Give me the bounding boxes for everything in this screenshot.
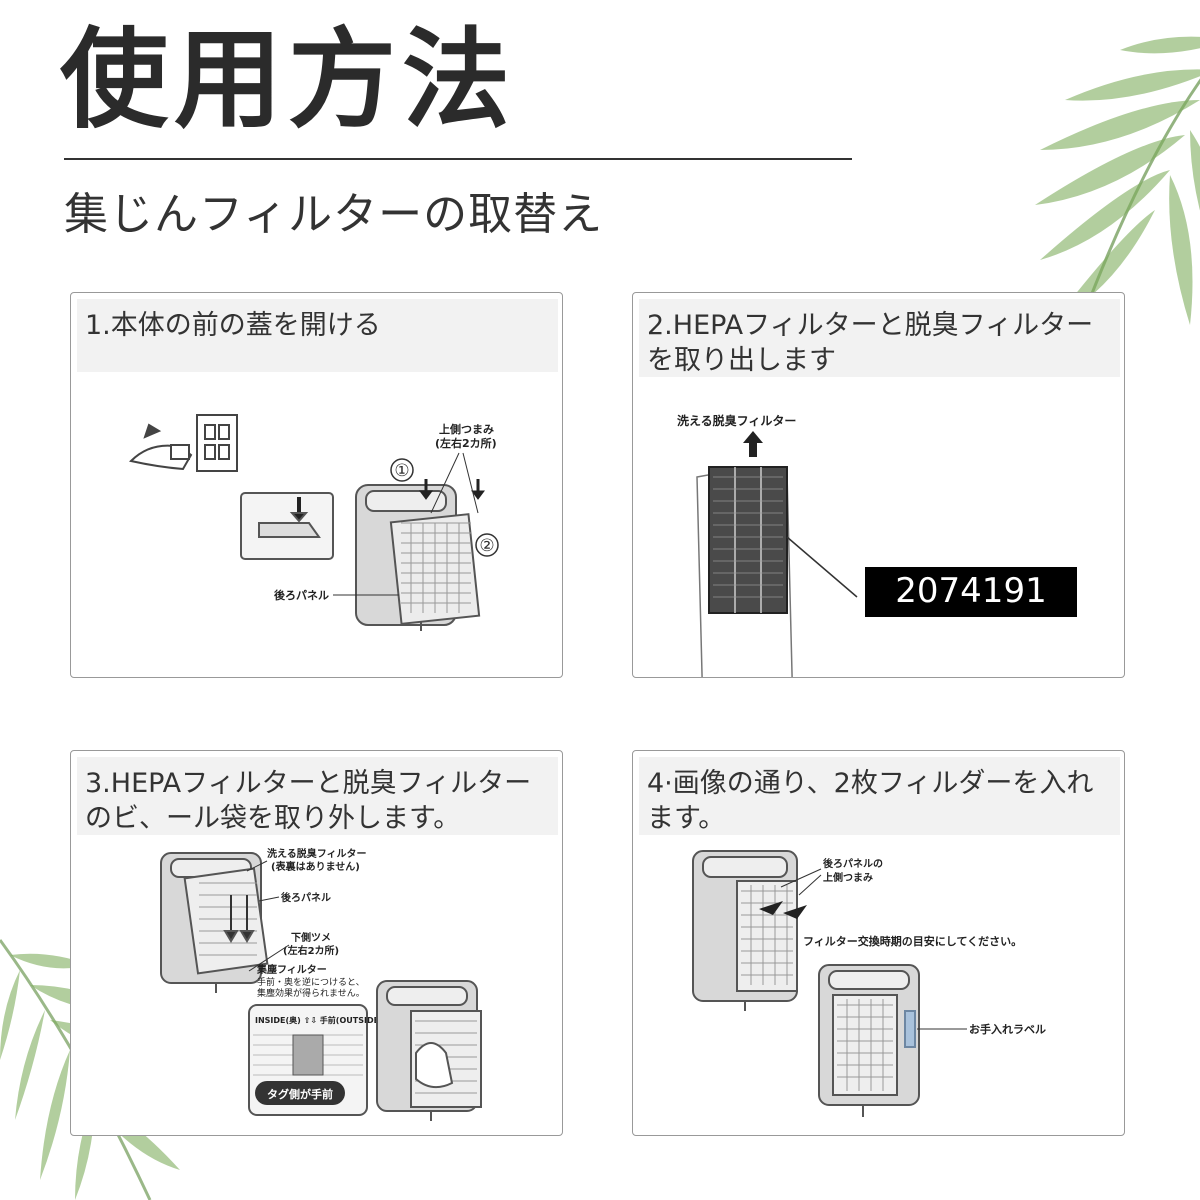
step-3-tag-side-label: タグ側が手前 [267,1087,333,1101]
step-2-caption: 2.HEPAフィルターと脱臭フィルターを取り出します [639,299,1120,377]
deodorizing-filter-icon [696,466,793,677]
push-arrow-icon-2 [783,905,807,919]
step-3-washable-filter-note: (表裏はありません) [271,860,360,873]
air-purifier-rear-open-icon [692,850,798,1011]
step-1-caption: 1.本体の前の蓋を開ける [77,299,558,372]
part-number-text: 2074191 [895,571,1046,611]
air-purifier-open-icon [160,852,269,993]
step-3-illustration: 洗える脱臭フィルター (表裏はありません) 後ろパネル 下側ツメ (左右2カ所)… [160,847,482,1121]
step-3-washable-filter-label: 洗える脱臭フィルター [267,847,367,860]
step-3-rear-panel-label: 後ろパネル [281,891,331,904]
title-divider [64,158,852,160]
air-purifier-insert-icon [376,980,482,1121]
palm-leaf-top-right-decoration [1035,36,1200,381]
step-4-illustration: 後ろパネルの 上側つまみ フィルター交換時期の目安にしてください。 お手入れラベ… [692,850,1046,1117]
step-2-washable-filter-label: 洗える脱臭フィルター [677,413,796,428]
step-4-care-label-text: お手入れラベル [969,1022,1046,1036]
step-1-top-knob-note: (左右2カ所) [435,436,497,450]
step-4-panel: 4·画像の通り、2枚フィルダーを入れます。 後ろパネルの 上側つまみ フィルター… [632,750,1125,1136]
step-3-lower-claw-note: (左右2カ所) [283,944,339,957]
step-3-dust-filter-label: 集塵フィルター [256,963,327,976]
tag-detail-inset: INSIDE(奥) ⇧⇩ 手前(OUTSIDE) タグ側が手前 [248,1004,383,1116]
air-purifier-front-icon [818,964,920,1117]
step-3-dust-filter-note-2: 集塵効果が得られません。 [257,987,365,999]
step-1-top-knob-label: 上側つまみ [439,422,494,436]
unplug-hand-icon [129,423,193,471]
step-1-illustration: ① ② 上側つまみ (左右2カ所) 後ろパネル [129,414,499,631]
step-4-rear-knob-label-2: 上側つまみ [823,871,873,884]
step-1-number-1: ① [394,461,409,481]
step-3-lower-claw-label: 下側ツメ [291,931,331,944]
step-2-illustration: 洗える脱臭フィルター 2074191 [677,413,1077,677]
step-1-panel: 1.本体の前の蓋を開ける [70,292,563,678]
push-arrow-icon-1 [759,901,783,915]
step-1-rear-panel-label: 後ろパネル [274,588,329,602]
step-1-number-2: ② [479,536,494,556]
step-2-panel: 2.HEPAフィルターと脱臭フィルターを取り出します 洗える脱臭フィルター 20… [632,292,1125,678]
page-subtitle: 集じんフィルターの取替え [64,189,604,240]
air-purifier-rear-icon [355,484,481,631]
step-4-caption: 4·画像の通り、2枚フィルダーを入れます。 [639,757,1120,835]
step-3-panel: 3.HEPAフィルターと脱臭フィルターのビ、ール袋を取り外します。 洗える脱臭フ… [70,750,563,1136]
step-3-dust-filter-note-1: 手前・奥を逆につけると、 [257,976,365,988]
step-3-inside-outside-label: INSIDE(奥) ⇧⇩ 手前(OUTSIDE) [255,1015,383,1025]
power-outlet-icon [196,414,238,472]
page-title: 使用方法 [60,18,517,143]
step-4-guide-text: フィルター交換時期の目安にしてください。 [803,934,1022,948]
knob-detail-inset [240,492,334,560]
part-number-badge [865,567,1077,617]
step-4-rear-knob-label: 後ろパネルの [823,857,883,870]
pull-up-arrow-icon [743,431,763,457]
step-3-caption: 3.HEPAフィルターと脱臭フィルターのビ、ール袋を取り外します。 [77,757,558,835]
